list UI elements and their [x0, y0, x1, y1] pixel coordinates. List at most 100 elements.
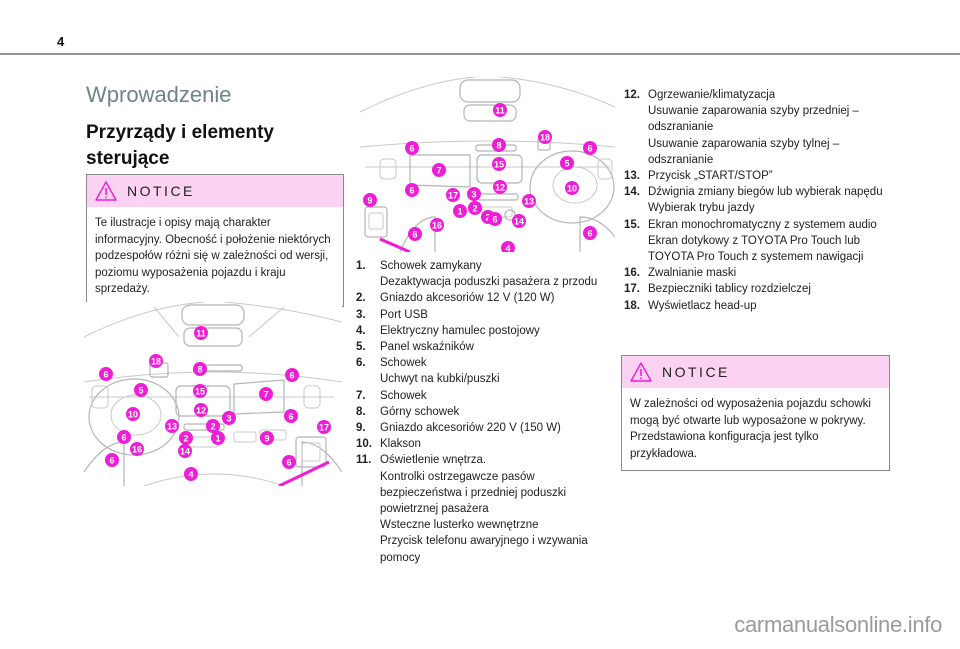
legend-text: Uchwyt na kubki/puszki: [380, 373, 500, 386]
svg-text:6: 6: [286, 458, 291, 468]
header-rule: [0, 53, 960, 55]
legend-item: 17.Bezpieczniki tablicy rozdzielczej: [624, 281, 894, 297]
svg-text:9: 9: [367, 196, 372, 206]
legend-text: Gniazdo akcesoriów 12 V (120 W): [380, 292, 555, 305]
callout-marker: 6: [405, 141, 419, 155]
legend-number: 10.: [356, 438, 372, 451]
callout-marker: 6: [99, 367, 113, 381]
legend-text: Schowek zamykany: [380, 260, 482, 272]
svg-text:2: 2: [210, 422, 215, 432]
svg-text:8: 8: [496, 141, 501, 151]
svg-text:9: 9: [264, 434, 269, 444]
callout-marker: 3: [222, 411, 236, 425]
notice-label: NOTICE: [127, 183, 195, 199]
callout-marker: 6: [405, 183, 419, 197]
legend-text: Gniazdo akcesoriów 220 V (150 W): [380, 422, 561, 435]
page-number: 4: [57, 34, 65, 49]
svg-text:1: 1: [457, 207, 462, 217]
legend-number: 5.: [356, 341, 366, 354]
callout-marker: 18: [538, 130, 552, 144]
svg-text:16: 16: [132, 445, 142, 455]
legend-text: Ogrzewanie/klimatyzacja: [648, 89, 776, 101]
callout-marker: 17: [446, 188, 460, 202]
callout-marker: 12: [493, 180, 507, 194]
svg-text:14: 14: [514, 217, 524, 227]
svg-text:18: 18: [540, 133, 550, 143]
callout-marker: 6: [583, 141, 597, 155]
callout-marker: 14: [512, 214, 526, 228]
legend-text: Ekran dotykowy z TOYOTA Pro Touch lub TO…: [648, 234, 864, 264]
section-title: Wprowadzenie: [86, 82, 232, 107]
callout-marker: 11: [493, 103, 507, 117]
legend-text: Kontrolki ostrzegawcze pasów bezpieczeńs…: [380, 470, 567, 516]
callout-marker: 5: [134, 383, 148, 397]
callout-marker: 2: [468, 201, 482, 215]
legend-item: 16.Zwalnianie maski: [624, 265, 894, 281]
legend-item: 9.Gniazdo akcesoriów 220 V (150 W): [356, 420, 616, 436]
legend-text: Ekran monochromatyczny z systemem audio: [648, 218, 877, 231]
callout-marker: 4: [184, 467, 198, 481]
legend-number: 11.: [356, 454, 372, 467]
svg-text:17: 17: [319, 423, 329, 433]
legend-item: 11.Oświetlenie wnętrza.Kontrolki ostrzeg…: [356, 452, 616, 565]
callout-marker: 6: [583, 226, 597, 240]
legend-item: 18.Wyświetlacz head-up: [624, 298, 894, 314]
legend-number: 18.: [624, 299, 640, 312]
callout-marker: 6: [105, 453, 119, 467]
callout-marker: 8: [193, 362, 207, 376]
legend-item: 8.Górny schowek: [356, 404, 616, 420]
callout-marker: 7: [259, 387, 273, 401]
legend-text: Klakson: [380, 438, 421, 451]
watermark[interactable]: carmanualsonline.info: [734, 612, 942, 637]
legend-item: 10. Klakson: [356, 436, 616, 452]
callout-marker: 7: [432, 163, 446, 177]
svg-text:6: 6: [103, 370, 108, 380]
svg-text:6: 6: [587, 144, 592, 154]
legend-number: 8.: [356, 405, 366, 418]
svg-text:13: 13: [524, 197, 534, 207]
legend-text: Przycisk „START/STOP”: [648, 170, 773, 183]
svg-text:11: 11: [196, 329, 206, 339]
legend-item: 3.Port USB: [356, 307, 616, 323]
legend-number: 7.: [356, 389, 366, 402]
svg-text:4: 4: [505, 244, 510, 253]
callout-marker: 14: [178, 444, 192, 458]
callout-marker: 6: [117, 430, 131, 444]
callout-marker: 4: [501, 241, 515, 255]
callout-marker: 11: [194, 326, 208, 340]
callout-marker: 13: [165, 419, 179, 433]
legend-number: 1.: [356, 260, 366, 272]
svg-text:16: 16: [432, 221, 442, 231]
legend-text: Schowek: [380, 357, 427, 370]
legend-number: 4.: [356, 324, 366, 337]
svg-text:12: 12: [196, 406, 206, 416]
svg-text:12: 12: [495, 183, 505, 193]
legend-item: 2.Gniazdo akcesoriów 12 V (120 W): [356, 290, 616, 306]
callout-marker: 15: [492, 157, 506, 171]
legend-text: Wsteczne lusterko wewnętrzne: [380, 519, 539, 532]
svg-text:15: 15: [195, 387, 205, 397]
svg-text:14: 14: [180, 447, 190, 457]
svg-text:7: 7: [436, 166, 441, 176]
svg-text:13: 13: [167, 422, 177, 432]
legend-item: 7.Schowek: [356, 388, 616, 404]
svg-text:7: 7: [263, 390, 268, 400]
svg-text:8: 8: [197, 365, 202, 375]
legend-number: 13.: [624, 170, 640, 183]
svg-text:6: 6: [412, 230, 417, 240]
callout-marker: 8: [492, 138, 506, 152]
legend-number: 14.: [624, 186, 640, 199]
legend-number: 3.: [356, 308, 366, 321]
callout-marker: 12: [194, 403, 208, 417]
svg-text:2: 2: [183, 434, 188, 444]
notice-text: Te ilustracje i opisy mają charakter inf…: [95, 217, 331, 295]
callout-marker: 1: [211, 431, 225, 445]
legend-text: Wybierak trybu jazdy: [648, 202, 755, 215]
callout-marker: 9: [260, 431, 274, 445]
